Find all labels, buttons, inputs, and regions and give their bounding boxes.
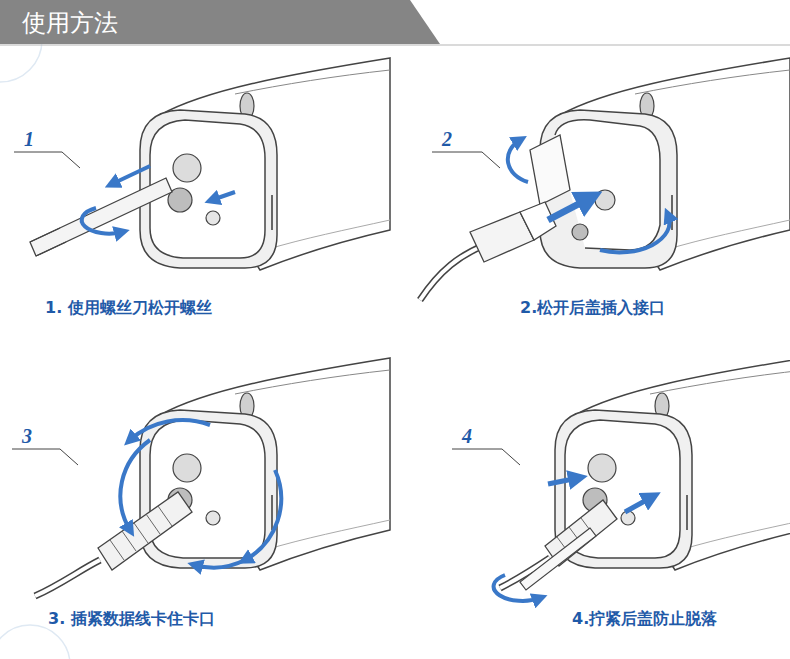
step-caption: 1. 使用螺丝刀松开螺丝 bbox=[45, 297, 212, 319]
leader-line bbox=[12, 449, 78, 465]
step-illustration bbox=[35, 358, 390, 596]
step-illustration bbox=[420, 58, 790, 300]
callout-number: 3 bbox=[22, 425, 32, 447]
callout-number: 1 bbox=[24, 128, 34, 150]
leader-line bbox=[14, 152, 80, 168]
step-illustration bbox=[494, 358, 790, 601]
title-rule bbox=[0, 45, 790, 46]
step-caption: 4.拧紧后盖防止脱落 bbox=[572, 608, 717, 630]
callout-number: 2 bbox=[442, 128, 452, 150]
step-illustration bbox=[30, 58, 390, 270]
title-banner bbox=[0, 0, 440, 44]
decor-circle bbox=[0, 625, 70, 659]
step-caption: 3. 插紧数据线卡住卡口 bbox=[48, 608, 215, 630]
callout-number: 4 bbox=[462, 425, 472, 447]
leader-line bbox=[432, 152, 500, 168]
step-caption: 2.松开后盖插入接口 bbox=[520, 297, 665, 319]
page-title: 使用方法 bbox=[22, 8, 118, 38]
leader-line bbox=[452, 449, 520, 465]
